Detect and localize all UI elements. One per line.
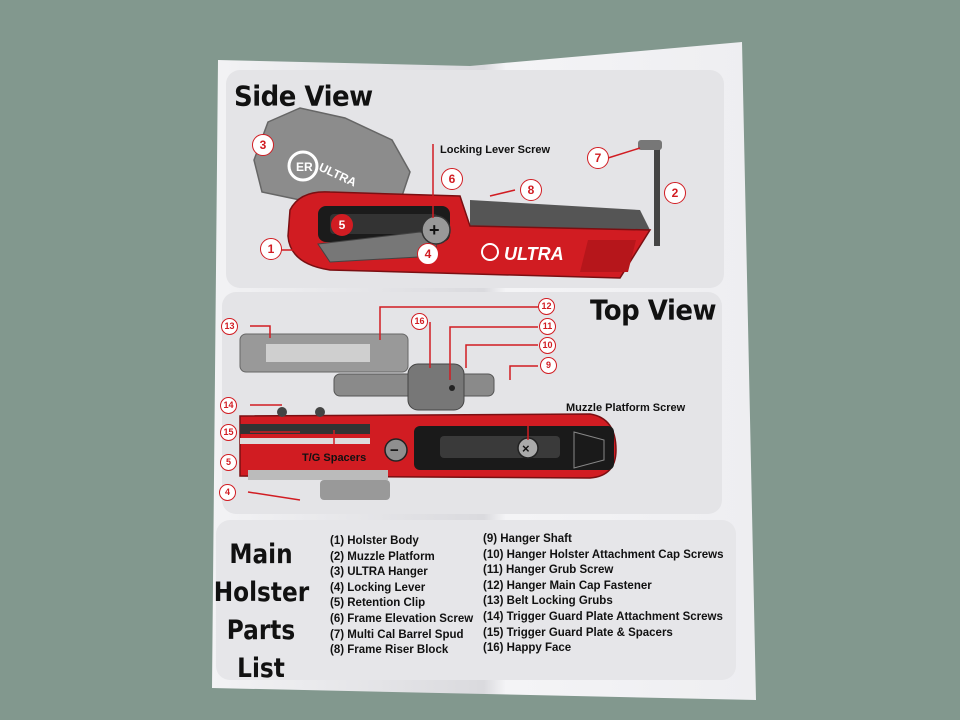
list-item: (16) Happy Face bbox=[483, 642, 572, 655]
part-number-badge: 7 bbox=[587, 147, 609, 169]
svg-text:ULTRA: ULTRA bbox=[504, 244, 564, 264]
part-number-badge: 1 bbox=[260, 238, 282, 260]
parts-list-title-line: Holster bbox=[213, 577, 310, 608]
parts-list-title-line: Parts List bbox=[226, 615, 296, 684]
tg-spacers-label: T/G Spacers bbox=[302, 452, 367, 464]
list-item: (14) Trigger Guard Plate Attachment Scre… bbox=[483, 610, 723, 623]
list-item: (7) Multi Cal Barrel Spud bbox=[330, 628, 464, 641]
svg-text:×: × bbox=[522, 441, 530, 456]
parts-list-title-line: Main bbox=[229, 539, 293, 570]
list-item: (15) Trigger Guard Plate & Spacers bbox=[483, 626, 673, 639]
svg-text:ER: ER bbox=[296, 160, 313, 174]
locking-lever-screw-label: Locking Lever Screw bbox=[440, 144, 551, 156]
top-view-title: Top View bbox=[590, 295, 717, 327]
list-item: (10) Hanger Holster Attachment Cap Screw… bbox=[483, 548, 724, 561]
list-item: (3) ULTRA Hanger bbox=[330, 566, 428, 579]
part-number-badge: 16 bbox=[411, 313, 428, 330]
side-view-title: Side View bbox=[234, 81, 373, 113]
parts-list-column-2: (9) Hanger Shaft (10) Hanger Holster Att… bbox=[483, 532, 724, 657]
part-number-badge: 5 bbox=[331, 214, 353, 236]
list-item: (2) Muzzle Platform bbox=[330, 550, 435, 563]
part-number-badge: 10 bbox=[539, 337, 556, 354]
part-number-badge: 12 bbox=[538, 298, 555, 315]
list-item: (8) Frame Riser Block bbox=[330, 644, 449, 657]
part-number-badge: 5 bbox=[220, 454, 237, 471]
part-number-badge: 11 bbox=[539, 318, 556, 335]
list-item: (4) Locking Lever bbox=[330, 581, 426, 594]
svg-text:+: + bbox=[429, 220, 440, 240]
muzzle-platform-screw-label: Muzzle Platform Screw bbox=[566, 402, 686, 414]
list-item: (9) Hanger Shaft bbox=[483, 533, 572, 545]
part-number-badge: 3 bbox=[252, 134, 274, 156]
list-item: (1) Holster Body bbox=[330, 535, 419, 547]
part-number-badge: 15 bbox=[220, 424, 237, 441]
list-item: (11) Hanger Grub Screw bbox=[483, 564, 614, 577]
part-number-badge: 13 bbox=[221, 318, 238, 335]
list-item: (6) Frame Elevation Screw bbox=[330, 612, 474, 625]
parts-list-title: Main Holster Parts List bbox=[206, 536, 316, 688]
part-number-badge: 8 bbox=[520, 179, 542, 201]
parts-list-column-1: (1) Holster Body (2) Muzzle Platform (3)… bbox=[330, 534, 473, 659]
part-number-badge: 6 bbox=[441, 168, 463, 190]
parts-list-panel bbox=[216, 520, 736, 680]
svg-text:−: − bbox=[390, 442, 399, 459]
list-item: (12) Hanger Main Cap Fastener bbox=[483, 579, 652, 592]
part-number-badge: 4 bbox=[417, 243, 439, 265]
part-number-badge: 9 bbox=[540, 357, 557, 374]
list-item: (13) Belt Locking Grubs bbox=[483, 595, 613, 608]
part-number-badge: 14 bbox=[220, 397, 237, 414]
list-item: (5) Retention Clip bbox=[330, 597, 426, 610]
part-number-badge: 2 bbox=[664, 182, 686, 204]
part-number-badge: 4 bbox=[219, 484, 236, 501]
